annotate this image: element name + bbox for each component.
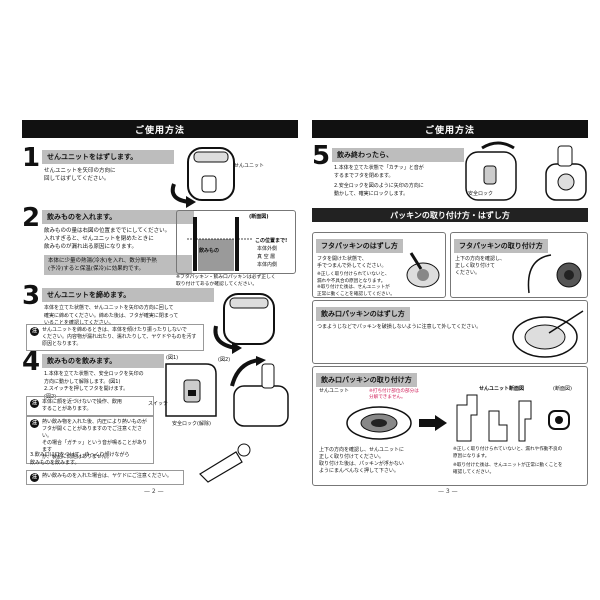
lid-packing-attach-text: 上下の方向を確認し、 正しく取り付けて ください。 [455,256,506,276]
step-4-caution-2-text: 熱い飲み物を入れた後、内圧により熱いものが フタが開くことがありますのでご注意く… [42,419,148,460]
left-page: ご使用方法 1 せんユニットをはずします。 せんユニットを矢印の方向に 回しては… [22,120,298,495]
step-3-number: 3 [22,281,41,311]
mouth-packing-attach-title: 飲み口パッキンの取り付け方 [316,373,417,387]
mouth-packing-remove-text: つまようじなどでパッキンを破損しないように注意して外してください。 [317,324,482,330]
step-4-caution-1-text: 本体に顔を近づけないで操作、飲用 することがあります。 [42,399,122,412]
tighten-cap-illustration [213,293,275,354]
switch-label: スイッチ [148,401,169,407]
bottle-section-graphic [187,217,253,271]
step-5-text-2: 2.安全ロックを図のように矢印の方向に 動かして、確実にロックします。 [334,183,424,197]
lid-packing-remove-panel: フタパッキンのはずし方 フタを開けた状態で、 手でつまんで外してください。 ※正… [312,232,446,298]
fill-line-label: この位置まで! [255,238,288,244]
step-2: 2 飲みものを入れます。 飲みものの量は右図の位置まででにしてください。 入れす… [22,203,194,275]
mouth-packing-remove-panel: 飲み口パッキンのはずし方 つまようじなどでパッキンを破損しないように注意して外し… [312,300,588,364]
open-lid-illustration [230,356,289,427]
mouth-packing-remove-title: 飲み口パッキンのはずし方 [316,307,410,321]
mouth-red-note: ※打ち付け部位の部分は 分解できません。 [369,389,419,400]
step-5-text-1: 1.本体を立てた状態で「カチッ」と音が するまでフタを閉めます。 [334,165,424,179]
step-4-caution-2: 注 熱い飲み物を入れた後、内圧により熱いものが フタが開くことがありますのでご注… [26,416,154,464]
lid-packing-remove-graphic [406,252,440,288]
caution-icon: 注 [30,399,39,408]
step-4: 4 飲みものを飲みます。 1.本体を立てた状態で、安全ロックを矢印の 方向に動か… [22,347,164,401]
lock-release-label: 安全ロック(解除) [172,421,211,427]
caution-icon: 注 [30,419,39,428]
cross-section-title: (断面図) [249,214,269,220]
step-1: 1 せんユニットをはずします。 せんユニットを矢印の方向に 回してはずしてくださ… [22,143,174,183]
cap-unit-section-graphic [456,394,570,442]
vacuum-layer-label: 真 空 層 [257,254,276,260]
step-5: 5 飲み終わったら、 1.本体を立てた状態で「カチッ」と音が するまでフタを閉め… [312,141,464,198]
inner-body-label: 本体内側 [257,262,278,268]
mouth-packing-attach-graphic [346,406,412,440]
step-4-text-1: 1.本体を立てた状態で、安全ロックを矢印の 方向に動かして解除します。(図1) [44,371,144,385]
section-view-label: (断面図) [553,386,572,392]
step-3-title: せんユニットを締めます。 [42,288,214,302]
mouth-packing-remove-graphic [512,310,584,358]
lid-packing-attach-panel: フタパッキンの取り付け方 上下の方向を確認し、 正しく取り付けて ください。 [450,232,588,298]
step-4-caution-1: 注 本体に顔を近づけないで操作、飲用 することがあります。 [26,396,154,416]
right-page: ご使用方法 5 飲み終わったら、 1.本体を立てた状態で「カチッ」と音が するま… [312,120,588,495]
packing-section-header: パッキンの取り付け方・はずし方 [312,208,588,222]
section-view-title: せんユニット断面図 [479,386,525,392]
mouth-packing-note-1: ※正しく取り付けられていないと、漏れや作動不良の 原因になります。 [453,447,563,459]
step-3-caution: 注 せんユニットを締めるときは、本体を傾けたり振ったりしないで ください。内容物… [26,324,204,351]
close-lid-illustration [465,141,587,201]
step-2-note: ※フタパッキン・飲み口パッキンは必ず正しく 取り付けてあるか確認してください。 [176,275,276,287]
cap-unit-label: せんユニット [234,163,265,169]
step-1-number: 1 [22,143,41,173]
step-1-title: せんユニットをはずします。 [42,150,174,164]
step-2-number: 2 [22,203,41,233]
mouth-packing-attach-text: 上下の方向を確認し、せんユニットに 正しく取り付けてください。 取り付けた後は、… [319,447,405,474]
left-page-header: ご使用方法 [22,120,298,138]
lid-packing-remove-text: フタを開けた状態で、 手でつまんで外してください。 [317,256,387,269]
page-number-left: — 2 — [144,488,164,495]
step-2-title: 飲みものを入れます。 [42,210,194,224]
figure-2-label: (図2) [218,357,231,363]
lid-packing-attach-title: フタパッキンの取り付け方 [454,239,548,253]
mouth-unit-label: せんユニット [319,388,350,394]
step-3-text: 本体を立てた状態で、せんユニットを矢印の方向に回して 確実に締めてください。締め… [44,305,179,326]
safety-lock-label: 安全ロック [468,191,494,197]
liquid-label: 飲みもの [199,248,220,254]
cross-section-diagram: (断面図) 飲みもの この位置まで! 本体外側 真 空 層 本体内側 [176,210,296,274]
arrow-right-icon [419,415,447,431]
caution-icon: 注 [30,473,39,482]
drinking-illustration [199,443,251,483]
step-3-caution-text: せんユニットを締めるときは、本体を傾けたり振ったりしないで ください。内容物が漏… [42,327,197,347]
step-4-text-3: 3.飲み口に口をつけて、ゆっくり傾けながら 飲みものを飲みます。 [30,452,130,466]
lid-packing-note-2: ※取り付けた後は、せんユニットが 正常に動くことを確認してください。 [317,285,395,297]
step-2-highlight: 本体に少量の熱湯(冷水)を入れ、数分間予熱 (予冷)すると保温(保冷)に効果的で… [44,255,192,275]
safety-lock-illustration [165,363,217,417]
mouth-packing-note-2: ※取り付けた後は、せんユニットが正常に動くことを 確認してください。 [453,463,563,475]
step-4-number: 4 [22,347,41,377]
lid-packing-remove-title: フタパッキンのはずし方 [316,239,403,253]
step-4-caution-3-text: 熱い飲みものを入れた場合は、ヤケドにご注意ください。 [42,473,172,479]
step-2-text: 飲みものの量は右図の位置まででにしてください。 入れすぎると、せんユニットを閉め… [44,228,171,250]
lid-packing-attach-graphic [527,254,582,294]
step-4-title: 飲みものを飲みます。 [42,354,164,368]
page-number-right: — 3 — [438,488,458,495]
step-3: 3 せんユニットを締めます。 本体を立てた状態で、せんユニットを矢印の方向に回し… [22,281,214,328]
outer-body-label: 本体外側 [257,246,278,252]
right-page-header: ご使用方法 [312,120,588,138]
cap-unit-illustration [170,147,235,208]
step-5-number: 5 [312,141,331,171]
figure-1-label: (図1) [166,355,179,361]
step-1-text: せんユニットを矢印の方向に 回してはずしてください。 [44,168,116,182]
step-4-caution-3: 注 熱い飲みものを入れた場合は、ヤケドにご注意ください。 [26,470,184,485]
lid-packing-note-1: ※正しく取り付けられていないと、 漏れや不具合の原因となります。 [317,272,390,284]
caution-icon: 注 [30,327,39,336]
mouth-packing-attach-panel: 飲み口パッキンの取り付け方 せんユニット ※打ち付け部位の部分は 分解できません… [312,366,588,486]
step-5-title: 飲み終わったら、 [332,148,464,162]
